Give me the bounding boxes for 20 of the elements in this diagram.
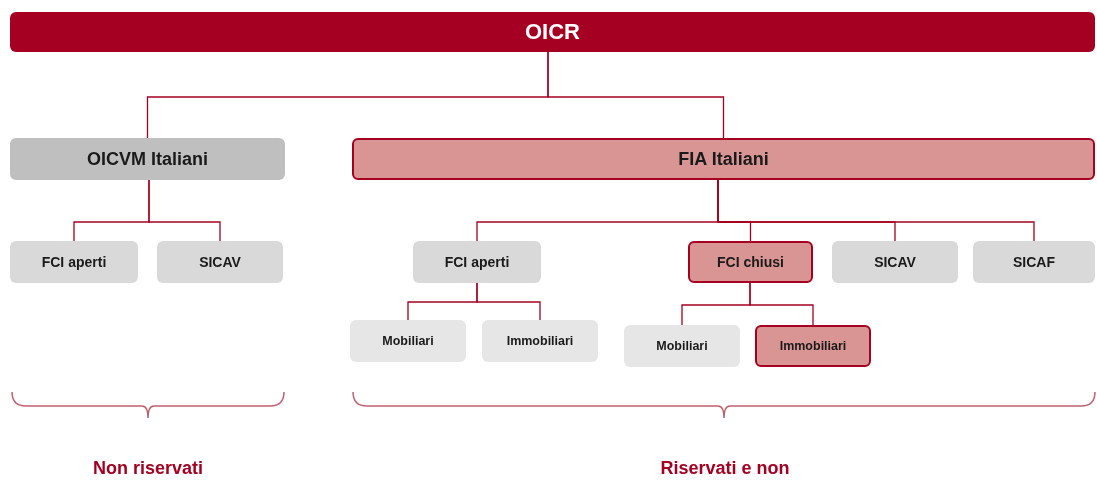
category-box: FCI aperti	[413, 241, 541, 283]
category-box: FCI chiusi	[688, 241, 813, 283]
group-label: Riservati e non	[660, 458, 790, 479]
category-box: SICAV	[832, 241, 958, 283]
category-box: Immobiliari	[755, 325, 871, 367]
category-box: Mobiliari	[624, 325, 740, 367]
category-box: OICVM Italiani	[10, 138, 285, 180]
category-box: SICAF	[973, 241, 1095, 283]
connector-line	[476, 282, 541, 321]
connector-line	[547, 51, 725, 139]
category-box: FCI aperti	[10, 241, 138, 283]
category-box: FIA Italiani	[352, 138, 1095, 180]
connector-line	[148, 179, 221, 242]
header-bar: OICR	[10, 12, 1095, 52]
connector-line	[749, 282, 814, 326]
connector-line	[717, 179, 1035, 242]
category-box: Mobiliari	[350, 320, 466, 362]
category-box: SICAV	[157, 241, 283, 283]
group-label: Non riservati	[93, 458, 203, 479]
category-box: Immobiliari	[482, 320, 598, 362]
